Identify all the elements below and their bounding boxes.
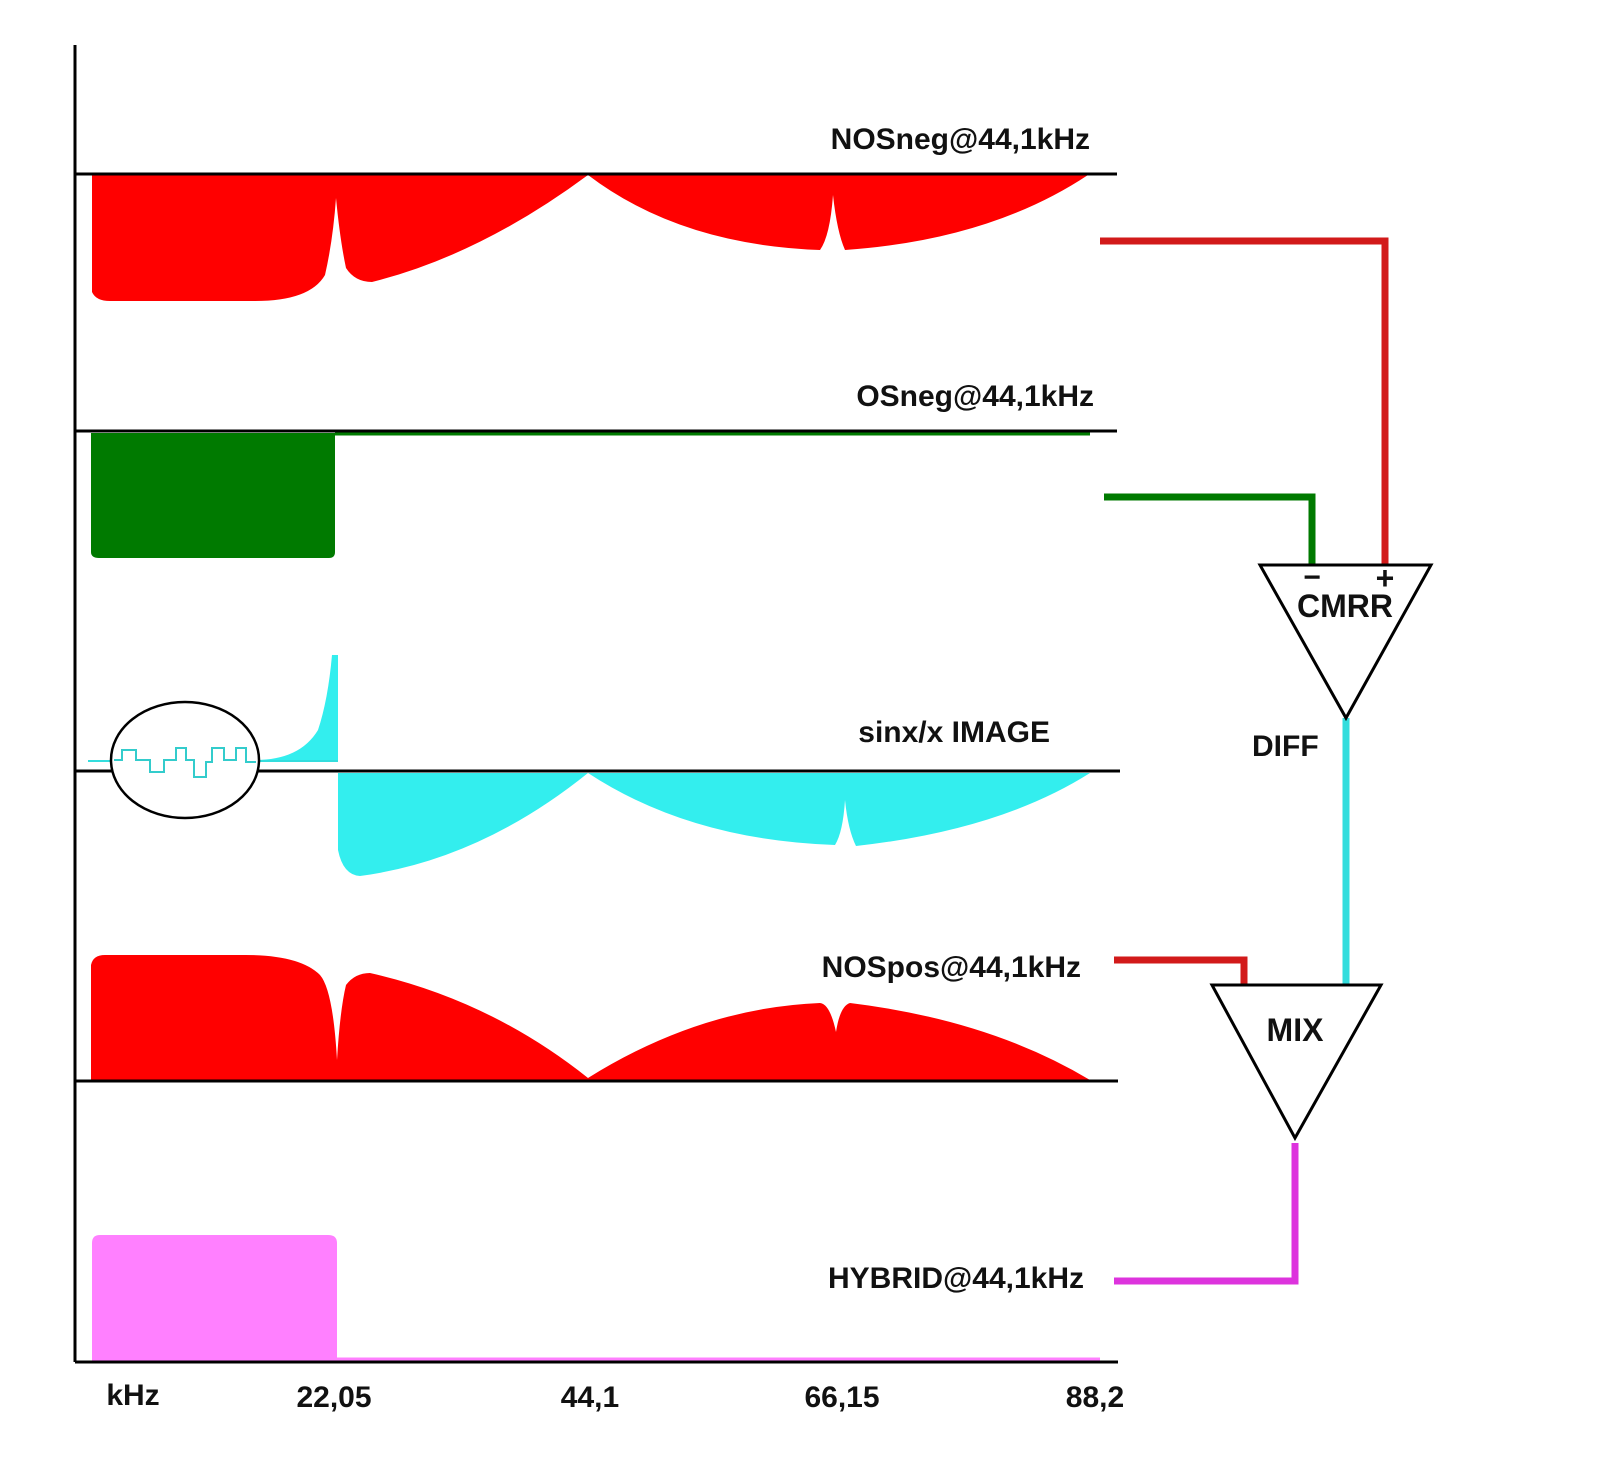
cmrr-amplifier: − + CMRR bbox=[1257, 560, 1434, 722]
x-axis-unit-label: kHz bbox=[106, 1379, 159, 1412]
mix-amplifier: MIX bbox=[1209, 983, 1384, 1142]
nos-neg-label: NOSneg@44,1kHz bbox=[831, 123, 1090, 156]
cmrr-minus-label: − bbox=[1303, 561, 1321, 594]
os-neg-spectrum bbox=[91, 433, 335, 558]
sinx-image-label: sinx/x IMAGE bbox=[858, 716, 1050, 749]
diff-label: DIFF bbox=[1252, 730, 1319, 763]
nos-pos-spectrum bbox=[91, 955, 1090, 1080]
mix-triangle bbox=[1209, 983, 1384, 1142]
hybrid-trace: HYBRID@44,1kHz bbox=[75, 1235, 1118, 1364]
hybrid-label: HYBRID@44,1kHz bbox=[828, 1262, 1084, 1295]
x-tick-label: 22,05 bbox=[296, 1381, 371, 1414]
sinx-image-trace: sinx/x IMAGE bbox=[75, 655, 1120, 876]
routing-wires bbox=[1100, 237, 1389, 1285]
hybrid-wire bbox=[1114, 1143, 1299, 1285]
sinx-image-rising-edge bbox=[255, 655, 338, 760]
cmrr-plus-label: + bbox=[1376, 560, 1395, 596]
nos-neg-trace: NOSneg@44,1kHz bbox=[75, 123, 1117, 301]
x-tick-label: 88,2 bbox=[1066, 1381, 1124, 1414]
mix-label: MIX bbox=[1267, 1012, 1325, 1048]
nos-pos-wire bbox=[1114, 956, 1248, 985]
hybrid-spectrum bbox=[92, 1235, 337, 1362]
nos-neg-wire bbox=[1100, 237, 1389, 565]
os-neg-trace: OSneg@44,1kHz bbox=[75, 380, 1117, 558]
sinx-image-spectrum bbox=[338, 773, 1090, 876]
os-neg-wire bbox=[1104, 493, 1316, 565]
staircase-waveform-inset bbox=[109, 700, 261, 820]
x-tick-label: 66,15 bbox=[804, 1381, 879, 1414]
os-neg-label: OSneg@44,1kHz bbox=[856, 380, 1094, 413]
cmrr-triangle bbox=[1257, 563, 1434, 722]
x-axis-labels: kHz 22,05 44,1 66,15 88,2 bbox=[106, 1379, 1124, 1414]
x-tick-label: 44,1 bbox=[561, 1381, 619, 1414]
nos-pos-trace: NOSpos@44,1kHz bbox=[75, 951, 1118, 1083]
staircase-waveform bbox=[114, 747, 256, 778]
cmrr-label: CMRR bbox=[1297, 588, 1393, 624]
nos-pos-label: NOSpos@44,1kHz bbox=[822, 951, 1081, 984]
nos-neg-spectrum bbox=[92, 175, 1088, 301]
